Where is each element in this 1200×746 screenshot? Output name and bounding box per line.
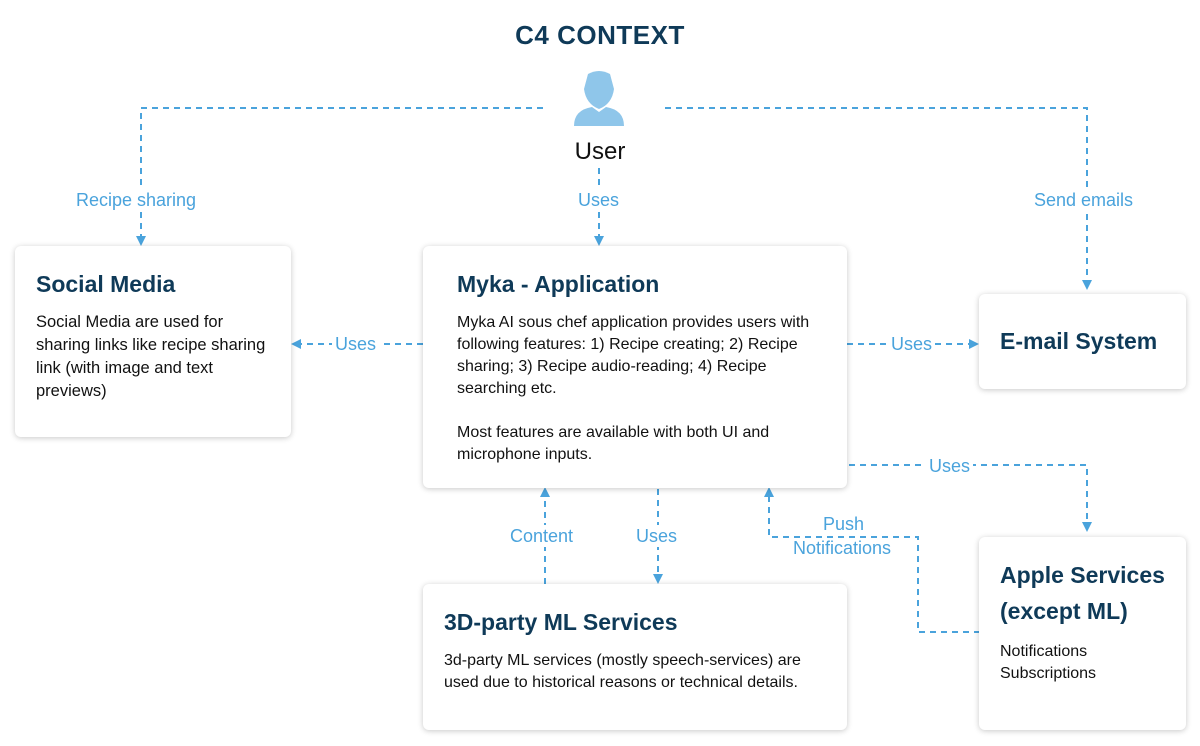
edge-label-user-social: Recipe sharing [73,189,200,211]
node-myka-app: Myka - Application Myka AI sous chef app… [423,246,847,488]
node-description: Myka AI sous chef application provides u… [457,314,810,397]
edge-user-social [136,107,543,246]
node-email-system: E-mail System [979,294,1186,389]
edge-user-email [665,107,1092,290]
node-item: Notifications [1000,643,1088,660]
edge-label-app-ml: Uses [633,525,681,547]
node-title: E-mail System [1000,328,1158,354]
node-apple-services: Apple Services (except ML) Notifications… [979,537,1186,730]
node-title-2: (except ML) [1000,598,1128,624]
edge-label-app-apple: Uses [926,455,974,477]
node-title: Apple Services [1000,562,1165,588]
user-label: User [574,138,626,165]
edge-apple-app [764,487,980,633]
user-icon [574,71,624,126]
diagram-title: C4 CONTEXT [515,20,685,50]
edge-label-apple-app-1: Push [820,513,868,535]
node-description-2: Most features are available with both UI… [457,424,770,463]
edge-label-app-social: Uses [332,333,380,355]
node-title: 3D-party ML Services [444,609,678,635]
node-description: 3d-party ML services (mostly speech-serv… [444,652,801,691]
edge-label-user-email: Send emails [1031,189,1137,211]
node-item: Subscriptions [1000,665,1097,682]
node-title: Social Media [36,271,176,297]
node-ml-services: 3D-party ML Services 3d-party ML service… [423,584,847,730]
edge-label-ml-app: Content [507,525,577,547]
edge-label-user-app: Uses [575,189,623,211]
edge-label-app-email: Uses [888,333,936,355]
node-social-media: Social Media Social Media are used for s… [15,246,291,437]
edge-label-apple-app-2: Notifications [793,538,892,558]
node-description: Social Media are used for sharing links … [36,313,266,400]
node-title: Myka - Application [457,271,660,297]
